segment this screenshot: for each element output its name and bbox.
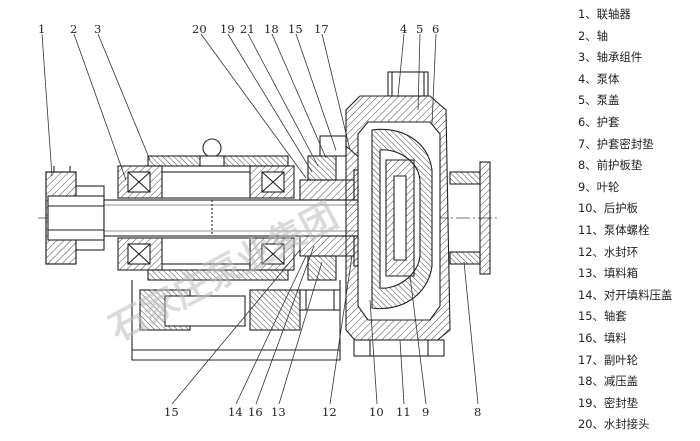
- callouts-top: 1 2 3 20 19 21 18 15 17 4 5 6: [38, 22, 439, 36]
- legend-part-name: 叶轮: [596, 179, 620, 194]
- callout-13: 13: [271, 405, 286, 419]
- legend-item: 15、轴套: [578, 306, 700, 328]
- leader-lines: [41, 33, 479, 405]
- legend-part-name: 密封垫: [603, 395, 639, 410]
- callout-9: 9: [422, 405, 429, 419]
- legend-part-name: 护套密封垫: [596, 136, 654, 151]
- callout-10: 10: [369, 405, 384, 419]
- legend-number: 15、: [578, 309, 604, 324]
- legend-part-name: 水封环: [603, 244, 639, 259]
- legend-part-name: 水封接头: [603, 417, 650, 432]
- legend-number: 17、: [578, 352, 604, 367]
- legend-part-name: 泵体螺栓: [603, 222, 650, 237]
- legend-number: 19、: [578, 395, 604, 410]
- legend-item: 6、护套: [578, 112, 700, 134]
- legend-item: 2、轴: [578, 26, 700, 48]
- callout-5: 5: [416, 22, 423, 36]
- legend-item: 5、泵盖: [578, 90, 700, 112]
- legend-part-name: 填料: [603, 330, 627, 345]
- callout-2: 2: [70, 22, 77, 36]
- pump-cross-section-drawing: 石家庄泵业集团 1 2 3 20 19 21 18 15 17 4: [38, 22, 500, 419]
- legend-number: 5、: [578, 93, 597, 108]
- legend-number: 6、: [578, 114, 597, 129]
- legend-number: 8、: [578, 158, 597, 173]
- legend-number: 18、: [578, 374, 604, 389]
- legend-item: 8、前护板垫: [578, 155, 700, 177]
- callout-11: 11: [396, 405, 411, 419]
- legend-number: 9、: [578, 179, 597, 194]
- legend-item: 14、对开填料压盖: [578, 285, 700, 307]
- legend-part-name: 轴: [596, 28, 609, 43]
- legend-item: 7、护套密封垫: [578, 134, 700, 156]
- callout-1: 1: [38, 22, 45, 36]
- legend-part-name: 前护板垫: [596, 158, 643, 173]
- legend-part-name: 减压盖: [603, 374, 639, 389]
- legend-number: 11、: [578, 222, 604, 237]
- legend-part-name: 填料箱: [603, 266, 639, 281]
- callout-3: 3: [94, 22, 101, 36]
- legend-part-name: 泵体: [596, 71, 620, 86]
- legend-item: 11、泵体螺栓: [578, 220, 700, 242]
- callout-14: 14: [228, 405, 243, 419]
- legend-part-name: 轴承组件: [596, 50, 643, 65]
- legend-item: 12、水封环: [578, 242, 700, 264]
- coupling: [45, 166, 105, 265]
- suction-flange: [449, 161, 491, 275]
- legend-number: 2、: [578, 28, 597, 43]
- impeller: [385, 159, 415, 277]
- legend-item: 10、后护板: [578, 198, 700, 220]
- legend-number: 1、: [578, 7, 597, 21]
- callouts-bottom: 15 14 16 13 12 10 11 9 8: [164, 405, 481, 419]
- callout-15-top: 15: [288, 22, 303, 36]
- callout-20: 20: [192, 22, 207, 36]
- bearing-pedestal: [131, 280, 341, 361]
- legend-part-name: 副叶轮: [603, 352, 639, 367]
- legend-item: 3、轴承组件: [578, 47, 700, 69]
- legend-part-name: 对开填料压盖: [603, 287, 673, 302]
- legend-item: 13、填料箱: [578, 263, 700, 285]
- callout-12: 12: [322, 405, 337, 419]
- legend-number: 16、: [578, 330, 604, 345]
- callout-4: 4: [400, 22, 407, 36]
- legend-part-name: 联轴器: [596, 7, 631, 21]
- legend-item: 9、叶轮: [578, 177, 700, 199]
- legend-item: 17、副叶轮: [578, 350, 700, 372]
- callout-17: 17: [314, 22, 329, 36]
- legend-number: 20、: [578, 417, 604, 432]
- legend-number: 7、: [578, 136, 597, 151]
- legend-item: 19、密封垫: [578, 393, 700, 415]
- callout-21: 21: [240, 22, 255, 36]
- callout-16: 16: [248, 405, 263, 419]
- legend-number: 4、: [578, 71, 597, 86]
- legend-part-name: 后护板: [603, 201, 639, 216]
- legend-number: 14、: [578, 287, 604, 302]
- legend-item: 16、填料: [578, 328, 700, 350]
- callout-19: 19: [220, 22, 235, 36]
- legend-item: 4、泵体: [578, 69, 700, 91]
- parts-legend: 1、联轴器 2、轴 3、轴承组件 4、泵体 5、泵盖 6、护套 7、护套密封垫 …: [578, 4, 700, 436]
- legend-part-name: 护套: [596, 114, 620, 129]
- legend-item: 20、水封接头: [578, 414, 700, 436]
- callout-8: 8: [474, 405, 481, 419]
- callout-6: 6: [432, 22, 439, 36]
- legend-number: 10、: [578, 201, 604, 216]
- callout-15-bottom: 15: [164, 405, 179, 419]
- legend-number: 3、: [578, 50, 597, 65]
- callout-18: 18: [264, 22, 279, 36]
- legend-item: 1、联轴器: [578, 4, 700, 26]
- legend-part-name: 泵盖: [596, 93, 620, 108]
- legend-part-name: 轴套: [603, 309, 627, 324]
- legend-number: 13、: [578, 266, 604, 281]
- legend-number: 12、: [578, 244, 604, 259]
- bearing-assembly: [117, 138, 295, 281]
- legend-item: 18、减压盖: [578, 371, 700, 393]
